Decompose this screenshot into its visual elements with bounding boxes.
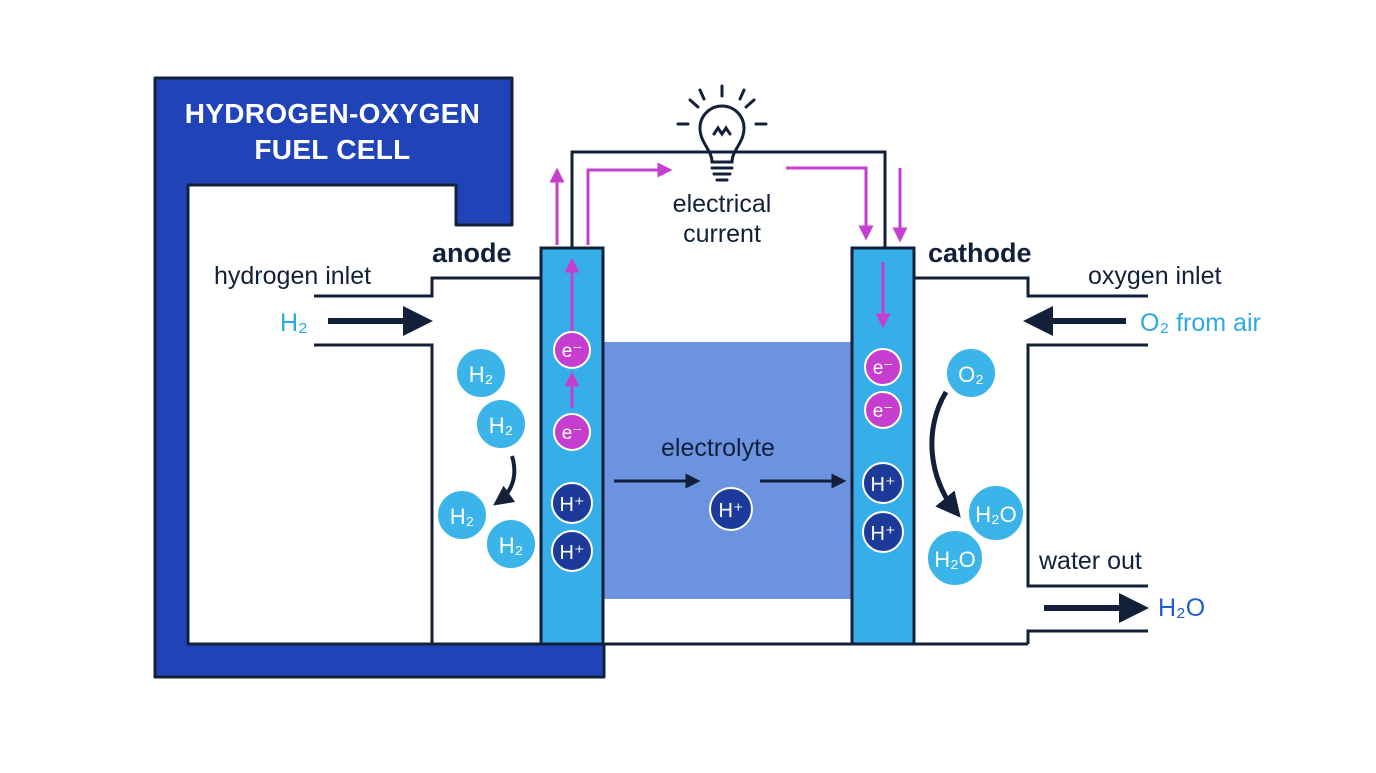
electron-flow-arrow-right bbox=[586, 162, 673, 245]
oxygen-water-curve-arrow bbox=[929, 390, 961, 518]
proton bbox=[862, 462, 904, 504]
electron bbox=[864, 348, 902, 386]
hydrogen-inlet-label: hydrogen inlet bbox=[214, 262, 372, 290]
o2-inlet-formula: O₂ from air bbox=[1140, 309, 1261, 337]
proton bbox=[551, 482, 593, 524]
h2-molecule bbox=[436, 489, 488, 541]
electron-label: e⁻ bbox=[562, 423, 583, 444]
electrical-current-label-line1: electrical bbox=[672, 190, 772, 218]
electrolyte-label: electrolyte bbox=[661, 434, 775, 462]
electrolyte-particles: H⁺ bbox=[709, 487, 753, 531]
external-circuit-wire bbox=[570, 150, 887, 248]
cathode-chamber-outline bbox=[914, 276, 1148, 298]
proton-label: H⁺ bbox=[560, 494, 585, 516]
cathode-particles: e⁻ e⁻ H⁺ H⁺ O₂ H₂O H₂O bbox=[862, 347, 1025, 587]
cathode-chamber-lower bbox=[1026, 629, 1148, 644]
water-out-label: water out bbox=[1039, 547, 1142, 575]
h2-molecule-label: H₂ bbox=[489, 413, 513, 438]
cathode-chamber-mid bbox=[1026, 343, 1148, 588]
h2-molecule bbox=[455, 347, 507, 399]
anode-chamber-lower bbox=[314, 343, 434, 644]
h2-molecule-label: H₂ bbox=[499, 533, 523, 558]
anode-particles: e⁻ e⁻ H⁺ H⁺ bbox=[551, 331, 593, 572]
electrolyte-region bbox=[604, 342, 852, 599]
title-line-2: FUEL CELL bbox=[254, 134, 411, 165]
h2o-out-formula: H₂O bbox=[1158, 594, 1206, 622]
cathode-label: cathode bbox=[928, 238, 1032, 268]
electron bbox=[553, 413, 591, 451]
proton-label: H⁺ bbox=[871, 474, 896, 496]
o2-molecule-label: O₂ bbox=[958, 362, 984, 387]
electron-label: e⁻ bbox=[873, 358, 894, 379]
hydrogen-curve-arrow bbox=[493, 455, 517, 506]
h2-molecule-label: H₂ bbox=[469, 362, 493, 387]
water-molecule-label: H₂O bbox=[975, 502, 1017, 527]
electron-label: e⁻ bbox=[562, 341, 583, 362]
h2-molecule bbox=[485, 518, 537, 570]
title-frame bbox=[153, 76, 606, 679]
water-molecule bbox=[926, 529, 984, 587]
water-molecule bbox=[967, 484, 1025, 542]
h2-molecule bbox=[475, 398, 527, 450]
electron bbox=[864, 391, 902, 429]
anode-chamber-outline bbox=[314, 276, 541, 298]
electrical-current-label-line2: current bbox=[683, 220, 761, 248]
anode-label: anode bbox=[432, 238, 512, 268]
oxygen-inlet-label: oxygen inlet bbox=[1088, 262, 1222, 290]
h2-inlet-formula: H₂ bbox=[280, 309, 308, 337]
electron-label: e⁻ bbox=[873, 401, 894, 422]
electron-flow-arrow-down-1 bbox=[786, 166, 874, 241]
proton bbox=[709, 487, 753, 531]
h2-molecule-label: H₂ bbox=[450, 504, 474, 529]
water-molecule-label: H₂O bbox=[934, 547, 976, 572]
o2-molecule bbox=[945, 347, 997, 399]
title-line-1: HYDROGEN-OXYGEN bbox=[184, 98, 481, 129]
proton-label: H⁺ bbox=[871, 523, 896, 545]
proton bbox=[862, 511, 904, 553]
electron bbox=[553, 331, 591, 369]
proton bbox=[551, 530, 593, 572]
light-bulb-icon bbox=[676, 84, 768, 182]
proton-label: H⁺ bbox=[560, 542, 585, 564]
proton-label: H⁺ bbox=[719, 500, 744, 522]
anode-h2-molecules: H₂ H₂ H₂ H₂ bbox=[436, 347, 537, 570]
